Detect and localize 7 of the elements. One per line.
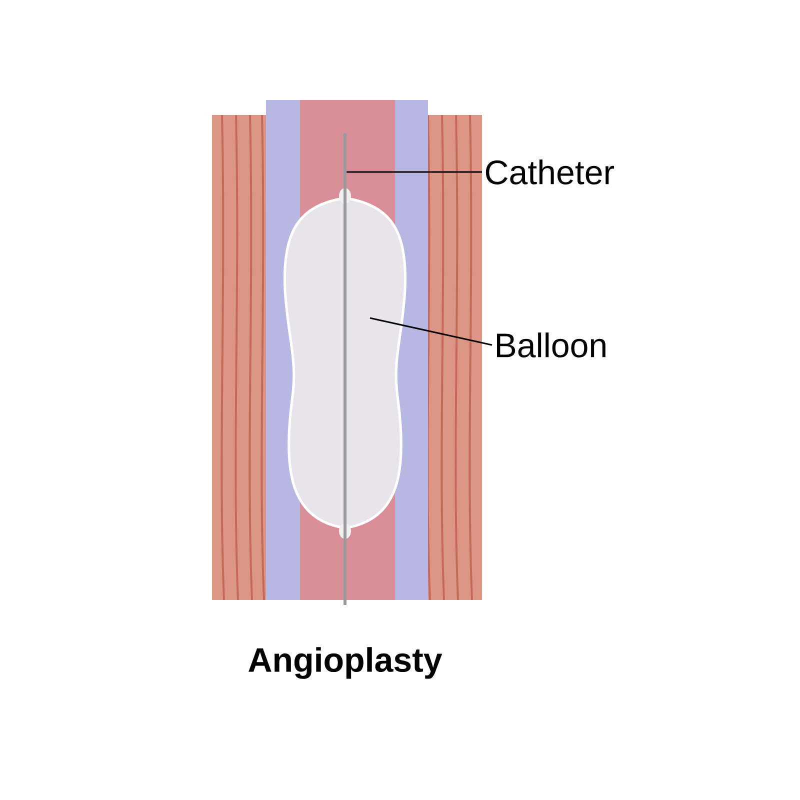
balloon-drawing [283,188,407,539]
label-text: Catheter [486,160,614,184]
catheter-drawing [343,133,347,605]
label-text: Balloon [497,332,606,358]
leader-line [370,317,492,346]
leader-line [346,171,482,173]
caption: Angioplasty [248,647,442,679]
